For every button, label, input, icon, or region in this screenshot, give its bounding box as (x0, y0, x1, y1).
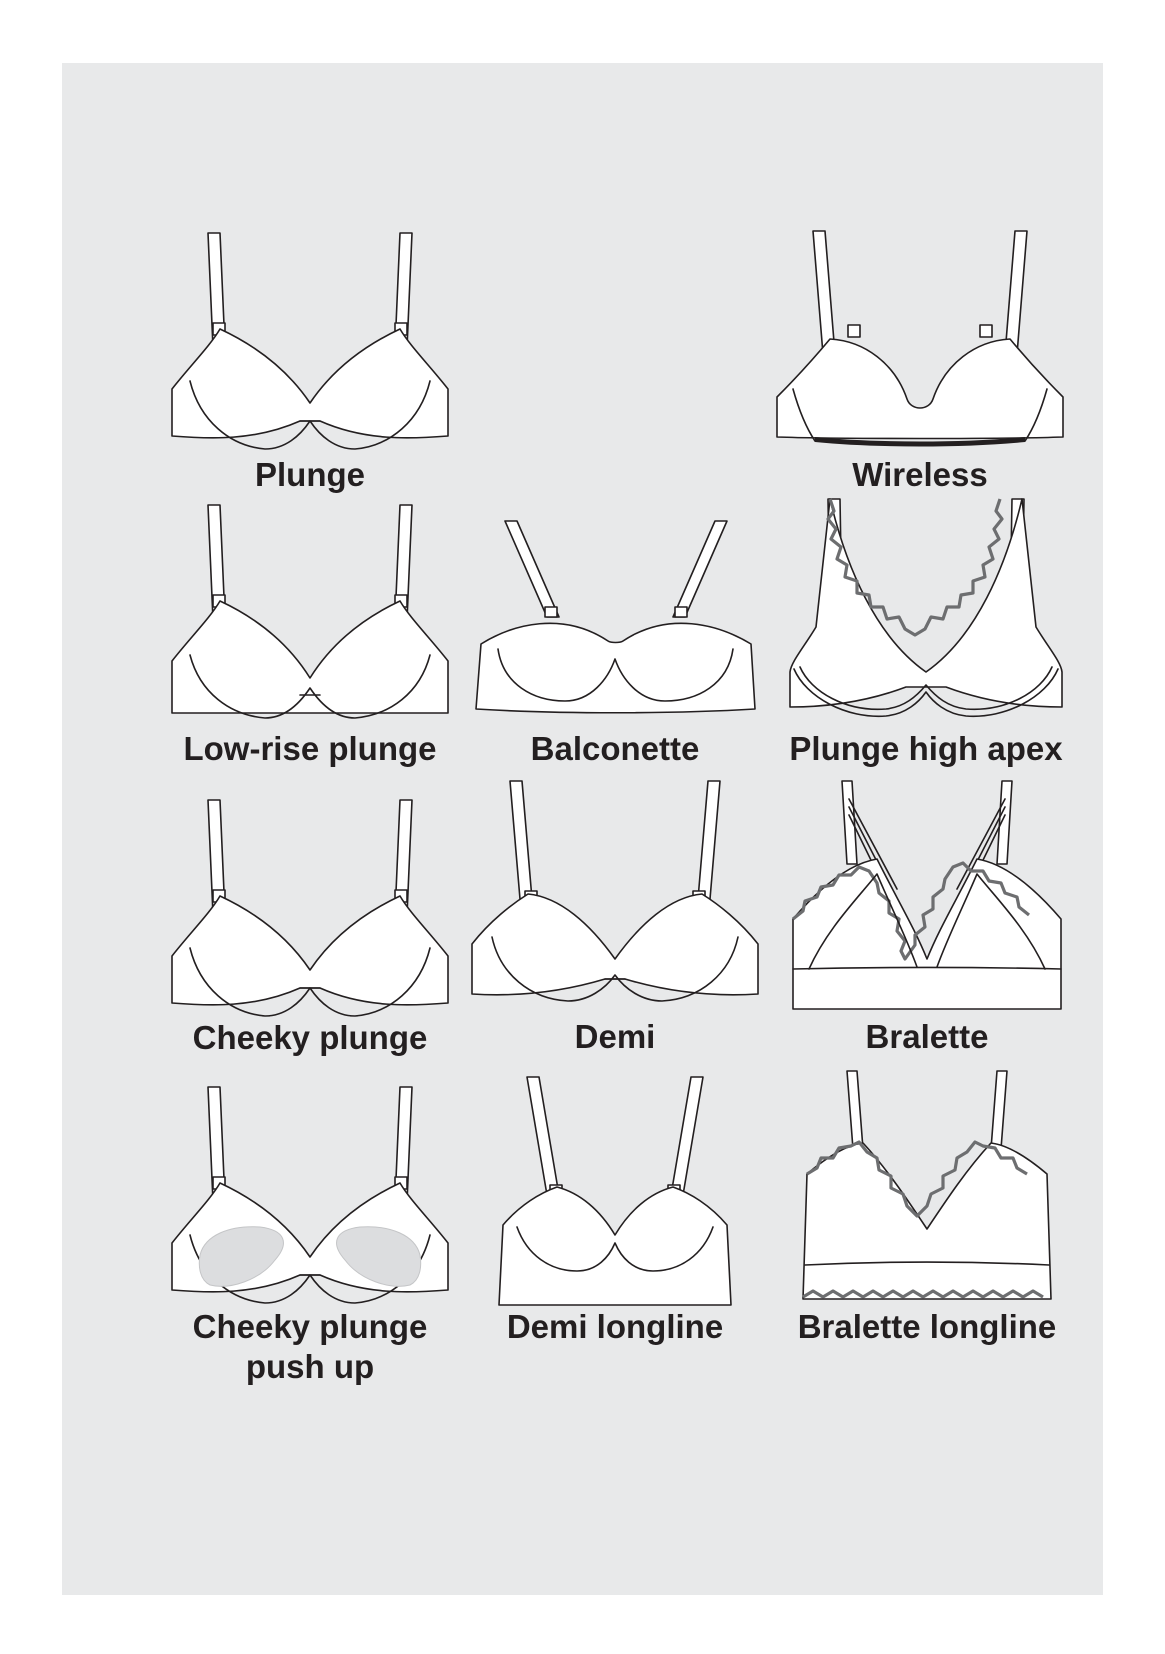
balconette-bra-icon (474, 520, 756, 714)
push-up-pad (198, 1226, 284, 1287)
bralette-longline-icon (802, 1070, 1052, 1300)
item-label: Wireless (852, 456, 988, 493)
item-label: Bralette longline (797, 1308, 1057, 1345)
item-demi-longline: Demi longline (455, 1075, 775, 1365)
item-label: Low-rise plunge (183, 730, 437, 767)
item-label: Plunge high apex (789, 730, 1063, 767)
item-label: Cheeky plunge (192, 1308, 428, 1345)
diagram-panel: Plunge Wireless Low-rise plunge (62, 63, 1103, 1595)
item-balconette: Balconette (455, 519, 775, 768)
item-label: Plunge (254, 456, 365, 493)
cheeky-plunge-push-up-bra-icon (171, 1086, 449, 1304)
item-wireless: Wireless (760, 229, 1080, 496)
item-plunge: Plunge (150, 231, 470, 496)
cheeky-plunge-bra-icon (171, 799, 449, 1017)
item-cheeky-plunge-push-up: Cheeky plunge push up (150, 1085, 470, 1395)
item-label: Demi (574, 1018, 656, 1055)
item-demi: Demi (455, 779, 775, 1058)
item-label: Demi longline (506, 1308, 724, 1345)
item-label: Cheeky plunge (192, 1019, 428, 1056)
item-bralette: Bralette (767, 779, 1087, 1058)
bralette-icon (792, 780, 1062, 1010)
wireless-bra-icon (776, 230, 1064, 447)
low-rise-plunge-bra-icon (171, 504, 449, 719)
item-plunge-high-apex: Plunge high apex (766, 497, 1086, 768)
item-low-rise-plunge: Low-rise plunge (150, 503, 470, 768)
plunge-high-apex-bra-icon (789, 498, 1063, 718)
item-label: Bralette (865, 1018, 989, 1055)
item-bralette-longline: Bralette longline (767, 1069, 1087, 1365)
demi-bra-icon (471, 780, 759, 1002)
push-up-pad (336, 1226, 422, 1287)
item-cheeky-plunge: Cheeky plunge (150, 798, 470, 1058)
demi-longline-bra-icon (498, 1076, 732, 1306)
item-label-line2: push up (245, 1348, 375, 1385)
item-label: Balconette (530, 730, 700, 767)
plunge-bra-icon (171, 232, 449, 450)
